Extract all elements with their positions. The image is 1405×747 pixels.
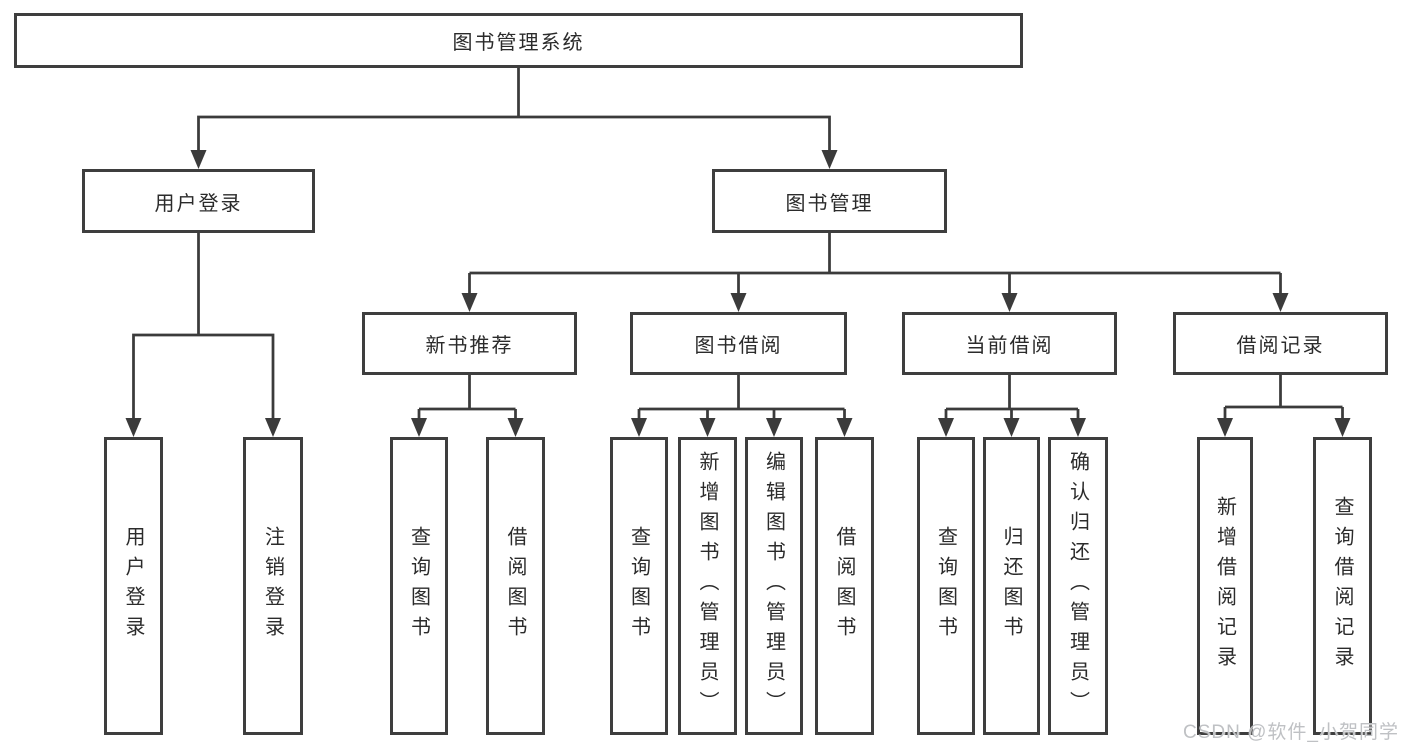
node-new-book-recommend: 新书推荐 xyxy=(362,312,577,375)
node-label: 编辑图书（管理员） xyxy=(762,451,785,721)
node-label: 查询图书 xyxy=(407,526,430,646)
leaf-edit-book-admin: 编辑图书（管理员） xyxy=(745,437,803,735)
node-label: 注销登录 xyxy=(261,526,284,646)
node-book-borrowing: 图书借阅 xyxy=(630,312,847,375)
node-label: 新书推荐 xyxy=(425,335,514,357)
node-user-login: 用户登录 xyxy=(82,169,315,233)
node-label: 图书管理系统 xyxy=(452,32,585,54)
node-label: 查询图书 xyxy=(934,526,957,646)
node-label: 图书管理 xyxy=(785,192,874,215)
node-current-borrowing: 当前借阅 xyxy=(902,312,1117,375)
leaf-return-book: 归还图书 xyxy=(983,437,1040,735)
leaf-borrow-books-1: 借阅图书 xyxy=(486,437,545,735)
node-borrowing-records: 借阅记录 xyxy=(1173,312,1388,375)
node-label: 确认归还（管理员） xyxy=(1066,451,1089,721)
node-library-system: 图书管理系统 xyxy=(14,13,1023,68)
leaf-query-books-3: 查询图书 xyxy=(917,437,975,735)
node-label: 新增图书（管理员） xyxy=(696,451,718,721)
node-label: 当前借阅 xyxy=(965,335,1054,357)
node-label: 借阅记录 xyxy=(1236,335,1325,357)
leaf-user-login: 用户登录 xyxy=(104,437,163,735)
node-label: 用户登录 xyxy=(154,192,243,215)
node-book-management: 图书管理 xyxy=(712,169,947,233)
leaf-add-book-admin: 新增图书（管理员） xyxy=(678,437,737,735)
node-label: 新增借阅记录 xyxy=(1213,496,1236,676)
leaf-query-borrow-record: 查询借阅记录 xyxy=(1313,437,1372,735)
csdn-watermark: CSDN @软件_小贺同学 xyxy=(1183,722,1399,743)
node-label: 归还图书 xyxy=(1000,526,1022,646)
node-label: 图书借阅 xyxy=(694,335,783,357)
node-label: 查询借阅记录 xyxy=(1331,496,1353,676)
leaf-query-books-1: 查询图书 xyxy=(390,437,448,735)
leaf-borrow-books-2: 借阅图书 xyxy=(815,437,874,735)
leaf-logout: 注销登录 xyxy=(243,437,303,735)
node-label: 查询图书 xyxy=(627,526,650,646)
node-label: 借阅图书 xyxy=(833,526,855,646)
leaf-add-borrow-record: 新增借阅记录 xyxy=(1197,437,1253,735)
node-label: 用户登录 xyxy=(122,526,144,646)
leaf-confirm-return-admin: 确认归还（管理员） xyxy=(1048,437,1108,735)
node-label: 借阅图书 xyxy=(504,526,526,646)
leaf-query-books-2: 查询图书 xyxy=(610,437,668,735)
